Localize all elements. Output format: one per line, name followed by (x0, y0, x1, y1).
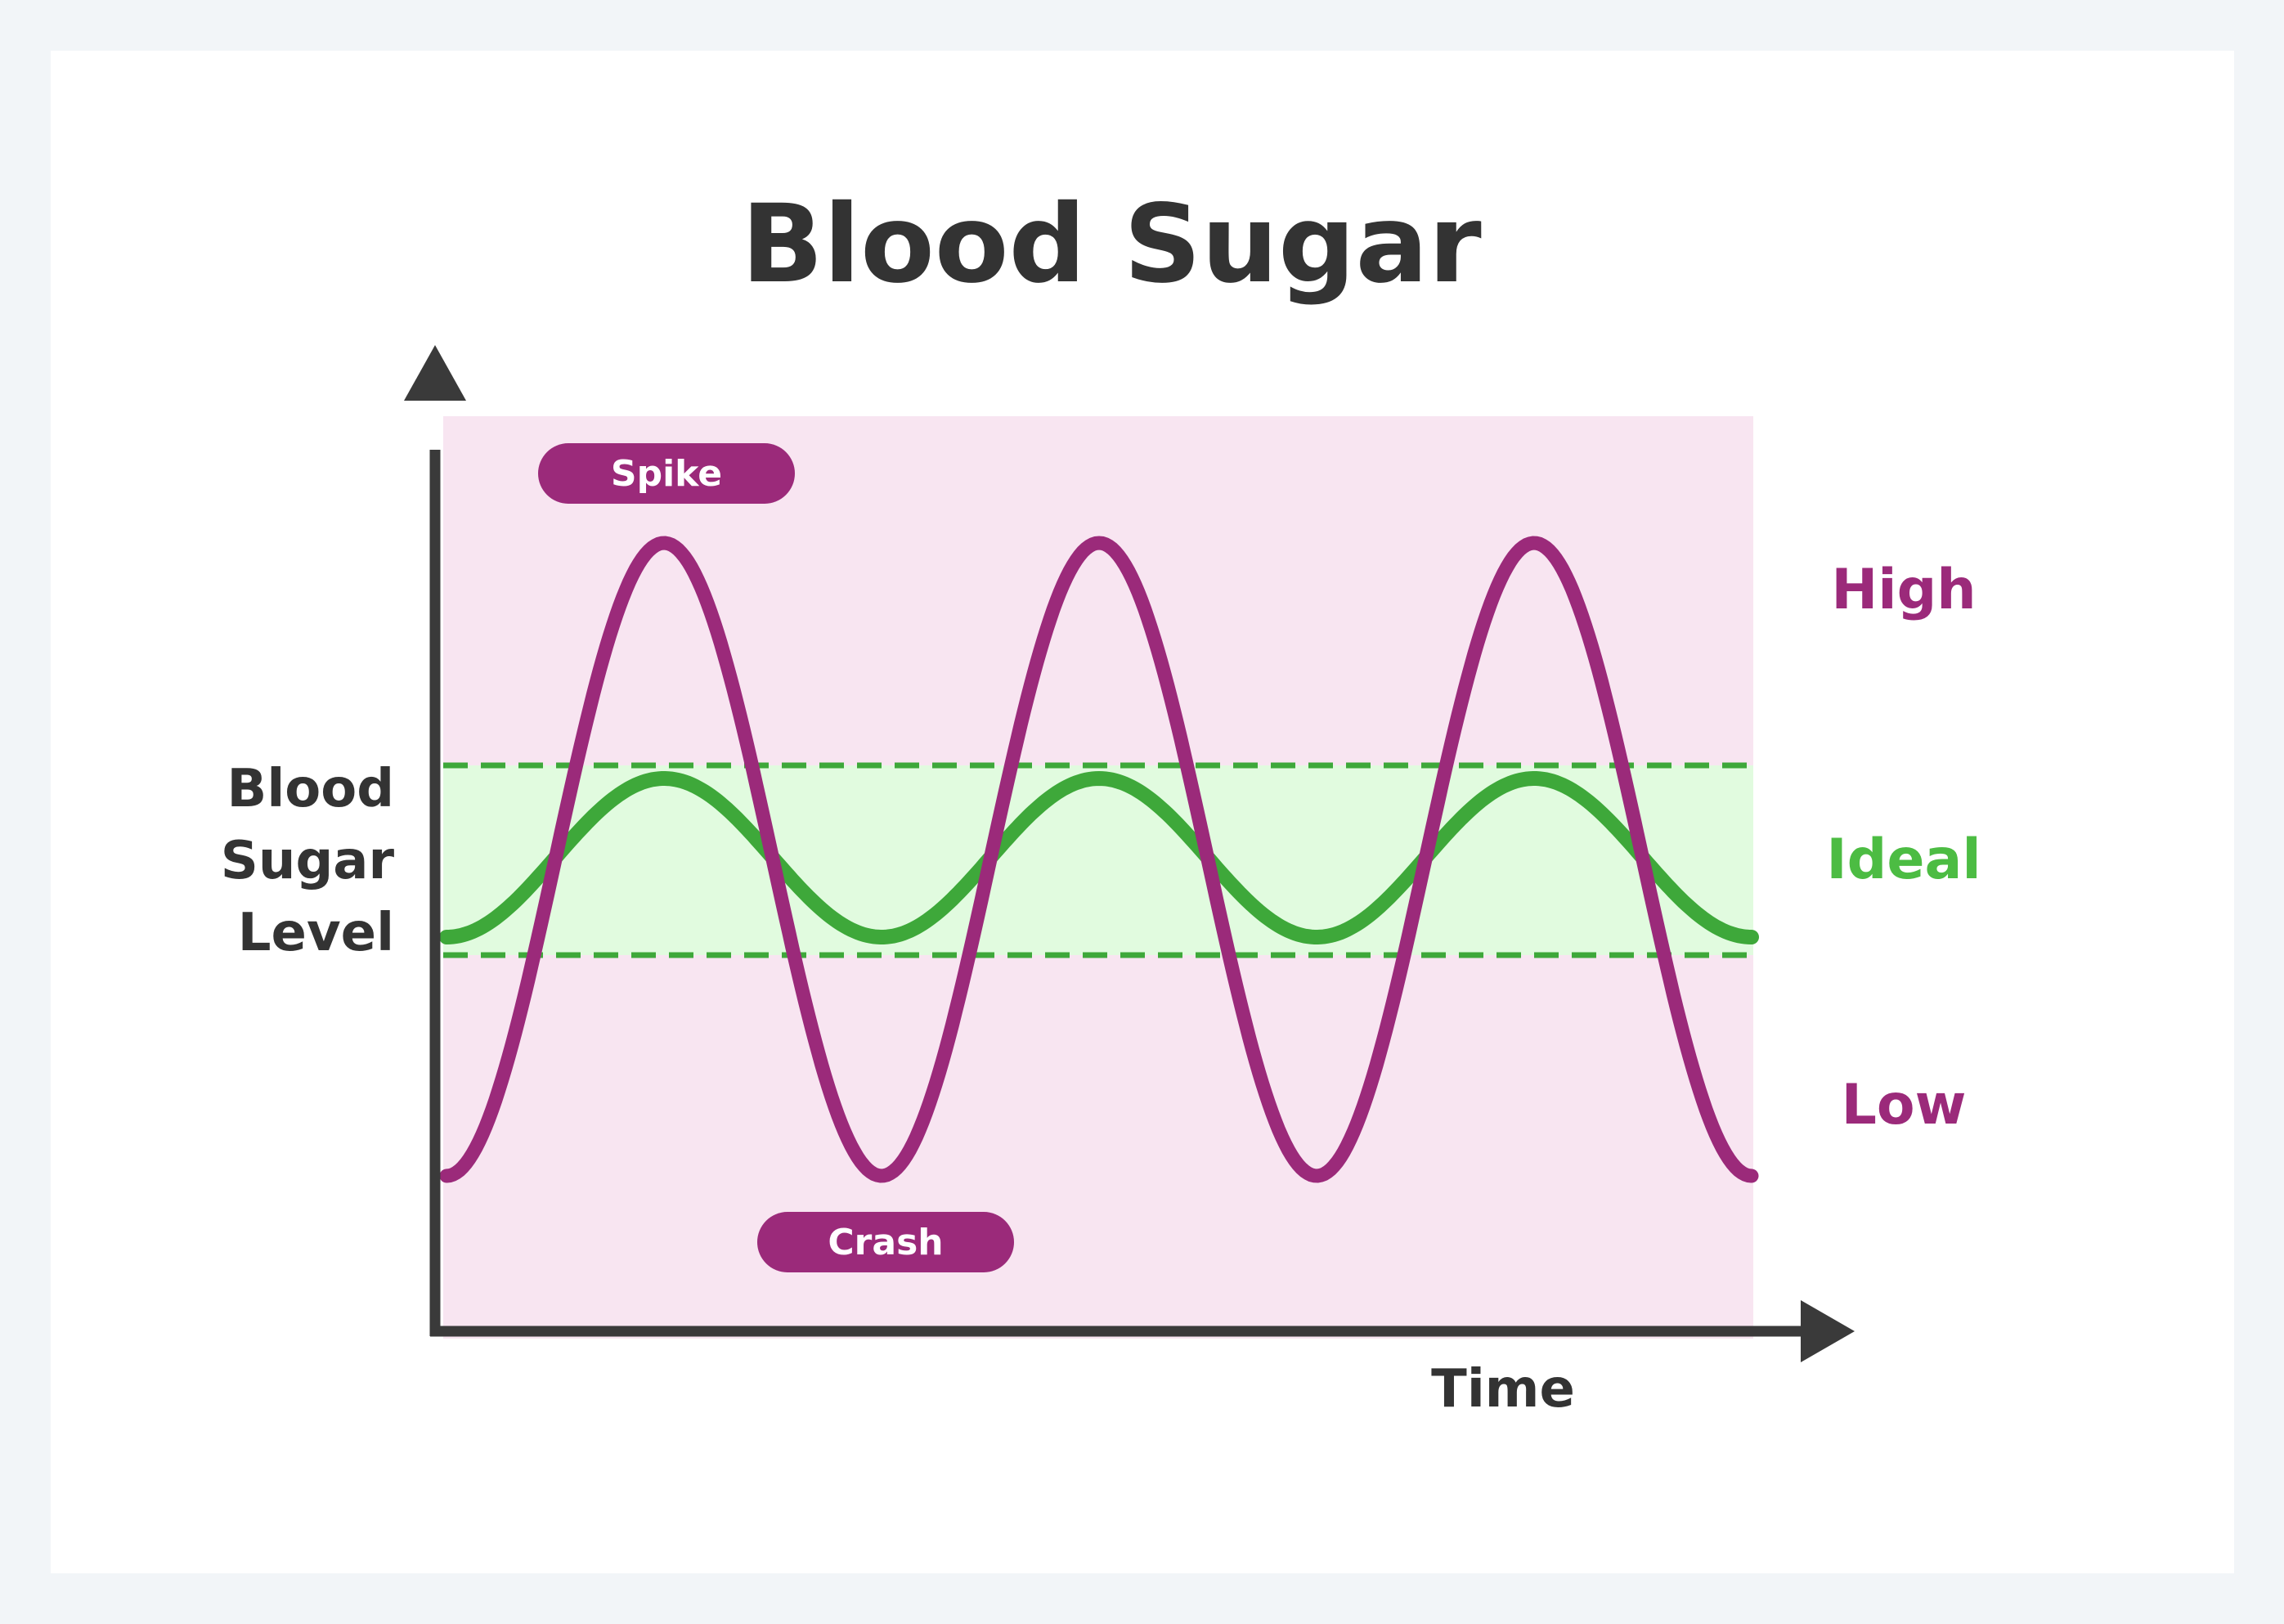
crash-badge-label: Crash (828, 1222, 943, 1263)
crash-badge: Crash (757, 1212, 1014, 1272)
stable-blood-sugar-curve (439, 770, 1759, 944)
y-axis-label-line-1: Blood (227, 759, 394, 819)
y-axis (404, 345, 466, 1336)
spike-badge-label: Spike (611, 453, 722, 495)
x-axis (430, 1300, 1855, 1362)
x-axis-arrow-icon (1801, 1300, 1855, 1362)
blood-sugar-diagram: Spike Crash Blood Sugar Blood Sugar Leve… (221, 182, 1981, 1420)
unstable-blood-sugar-curve (439, 536, 1759, 1183)
level-label-high: High (1831, 558, 1976, 622)
level-label-low: Low (1842, 1073, 1967, 1137)
diagram-card: Spike Crash Blood Sugar Blood Sugar Leve… (51, 51, 2234, 1573)
y-axis-arrow-icon (404, 345, 466, 401)
diagram-title: Blood Sugar (741, 182, 1481, 307)
y-axis-label-line-3: Level (238, 903, 394, 963)
level-label-ideal: Ideal (1826, 828, 1981, 892)
ideal-band (443, 765, 1753, 955)
x-axis-label: Time (1431, 1359, 1575, 1420)
spike-badge: Spike (538, 443, 795, 504)
y-axis-label-line-2: Sugar (221, 831, 395, 891)
